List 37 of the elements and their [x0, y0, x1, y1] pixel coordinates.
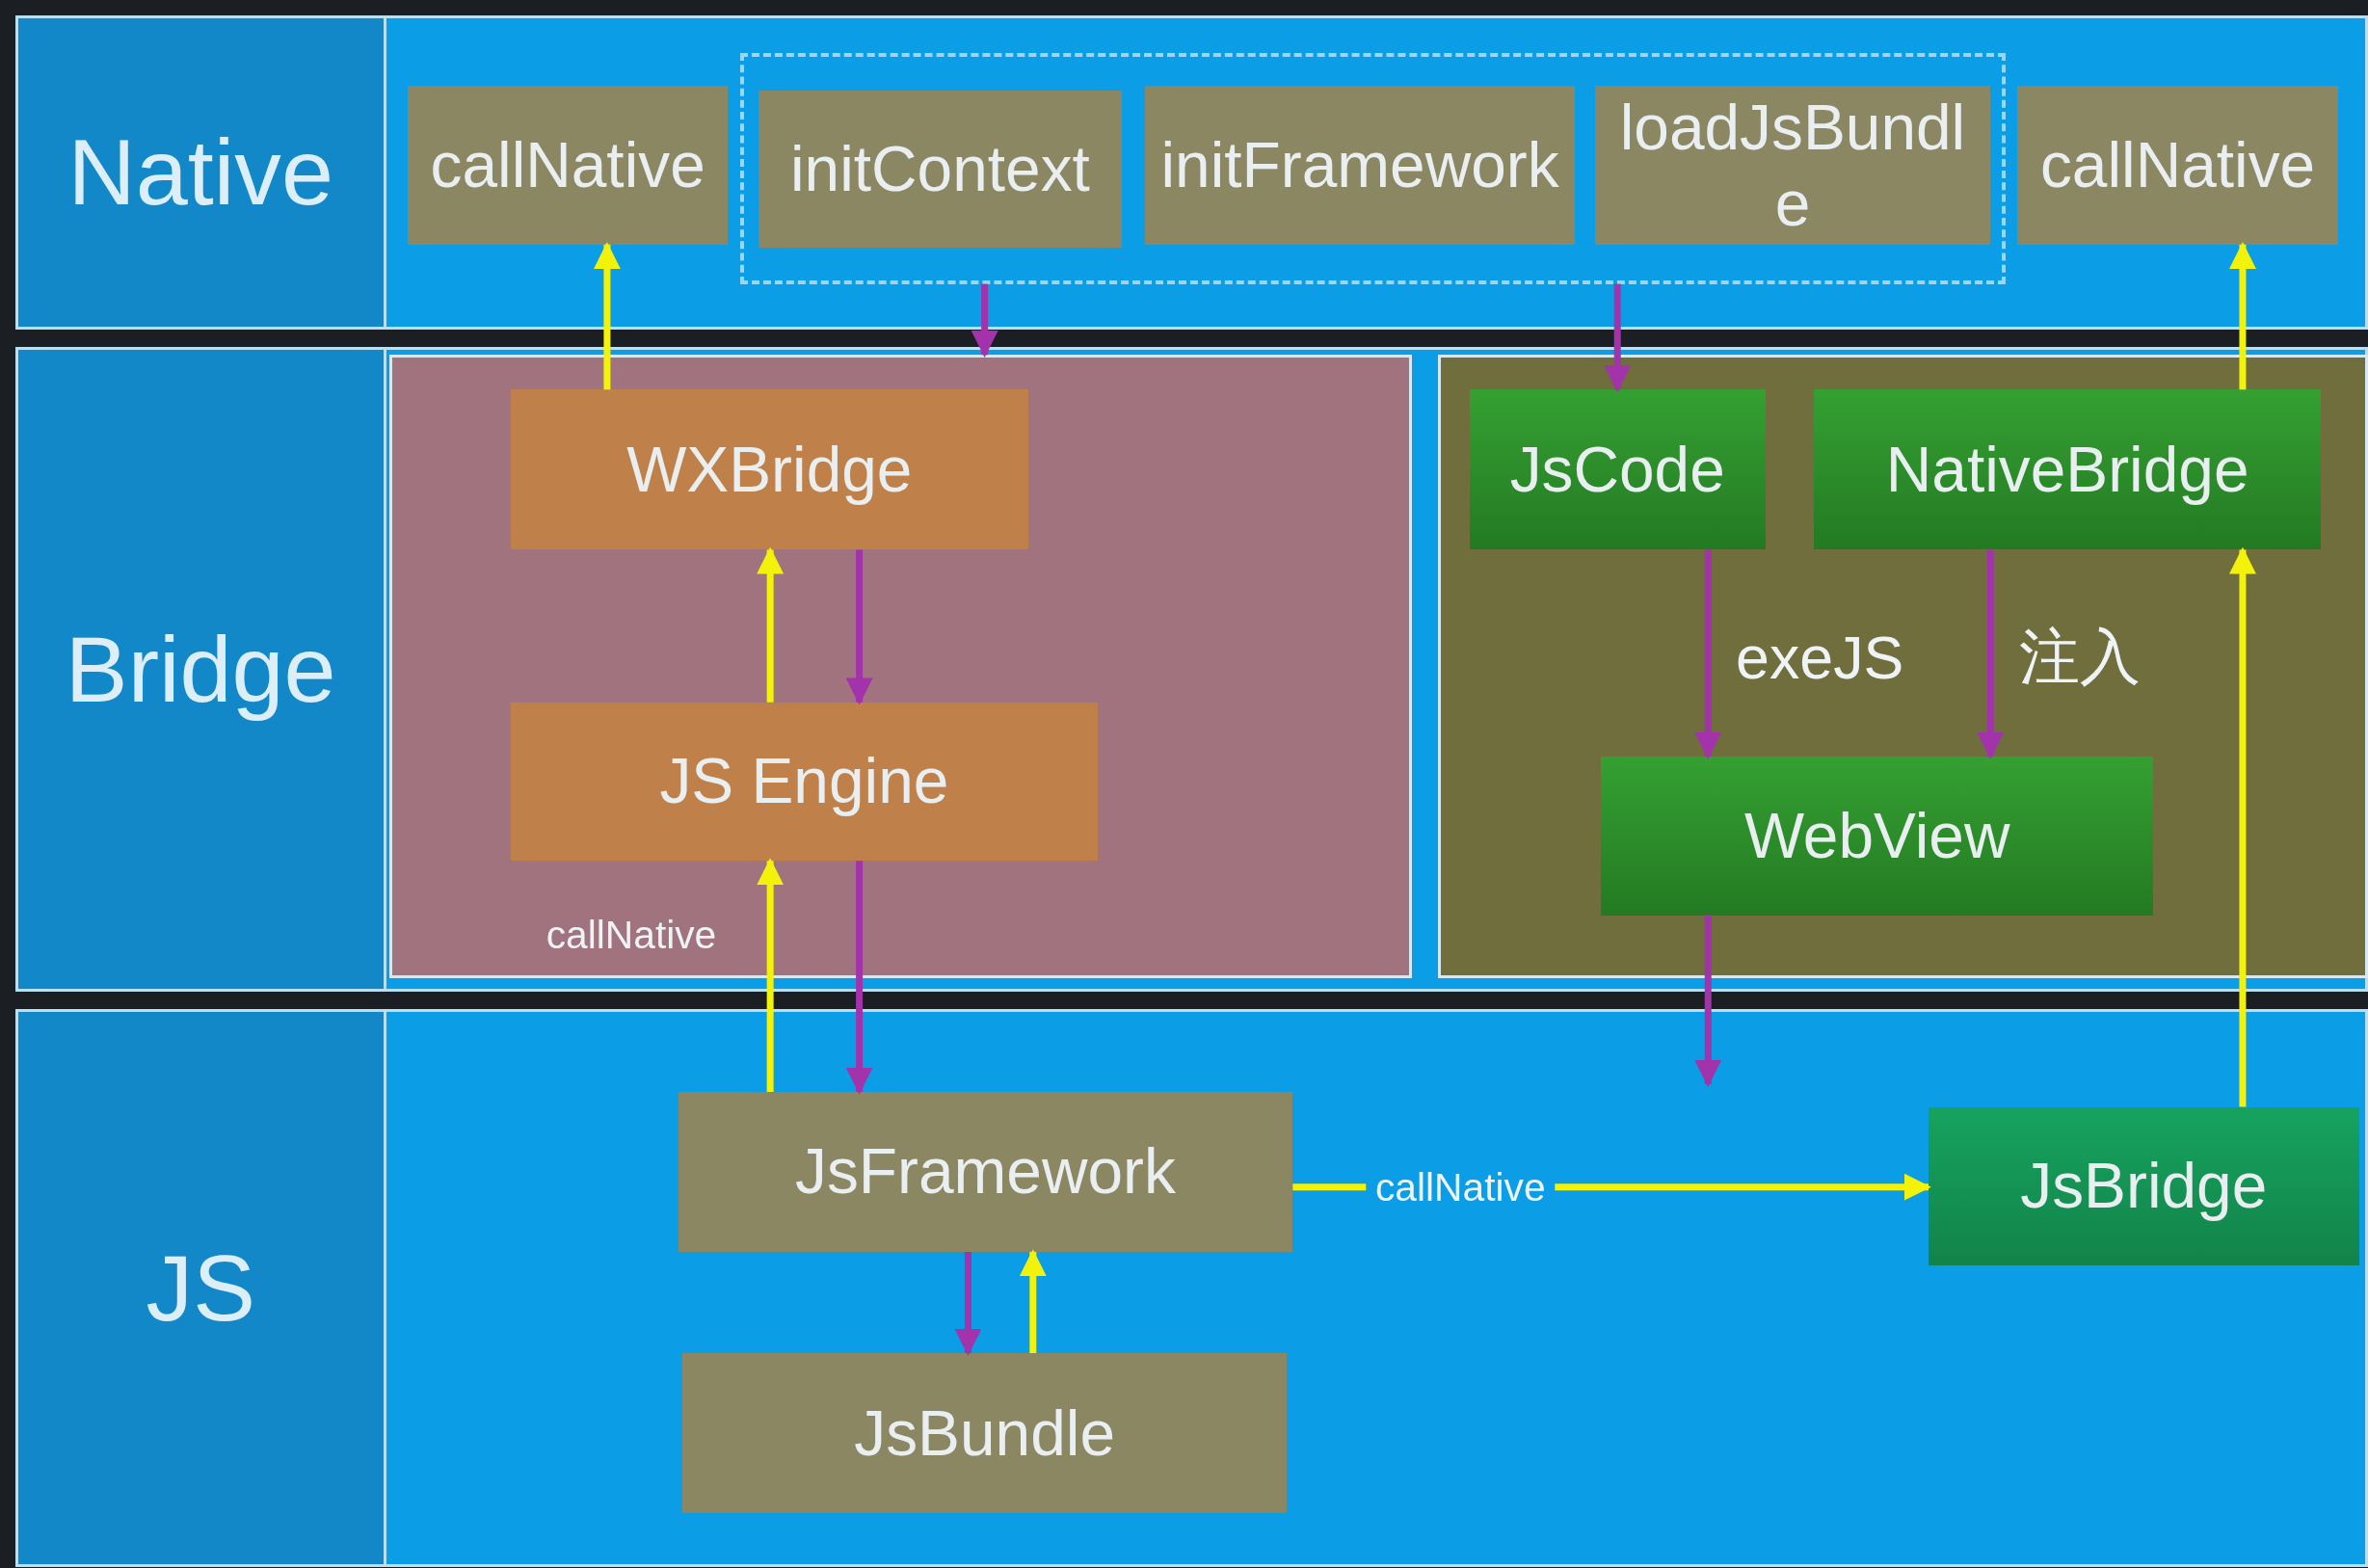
- process-box: WXBridge: [510, 389, 1029, 550]
- panel: [389, 355, 1413, 979]
- process-box: JsBundle: [682, 1353, 1288, 1514]
- process-box: callNative: [408, 86, 729, 245]
- arrow: [971, 283, 998, 359]
- panel: [1437, 355, 2368, 979]
- arrow: [757, 858, 785, 1092]
- process-box: JS Engine: [510, 702, 1099, 862]
- process-box: NativeBridge: [1813, 389, 2322, 550]
- arrow: [2228, 546, 2256, 1107]
- arrow: [593, 242, 621, 390]
- lane-band: [14, 1008, 2368, 1568]
- arrow: [845, 861, 873, 1095]
- group-box: [739, 52, 2006, 284]
- arrow: [1977, 549, 2005, 759]
- lane-band: [14, 347, 2368, 993]
- arrow: [954, 1252, 982, 1356]
- arrow: [757, 546, 785, 703]
- arrow: [2228, 242, 2256, 390]
- arrow: [1019, 1249, 1047, 1353]
- arrow: [1292, 1173, 1931, 1201]
- lane-band: [14, 14, 2368, 330]
- process-box: WebView: [1600, 757, 2154, 916]
- process-box: JsBridge: [1929, 1106, 2359, 1266]
- lane-label: Bridge: [17, 350, 386, 990]
- process-box: initFramework: [1144, 86, 1576, 245]
- arrow: [1694, 549, 1722, 759]
- process-box: callNative: [2017, 86, 2338, 245]
- lane-label: Native: [17, 17, 386, 327]
- arrow: [1604, 283, 1632, 393]
- process-box: initContext: [758, 91, 1123, 248]
- process-box: loadJsBundle: [1594, 86, 1991, 245]
- process-box: JsCode: [1469, 389, 1766, 550]
- process-box: JsFramework: [678, 1091, 1293, 1252]
- lane-label: JS: [17, 1011, 386, 1565]
- arrow: [845, 549, 873, 705]
- arrow: [1694, 915, 1722, 1087]
